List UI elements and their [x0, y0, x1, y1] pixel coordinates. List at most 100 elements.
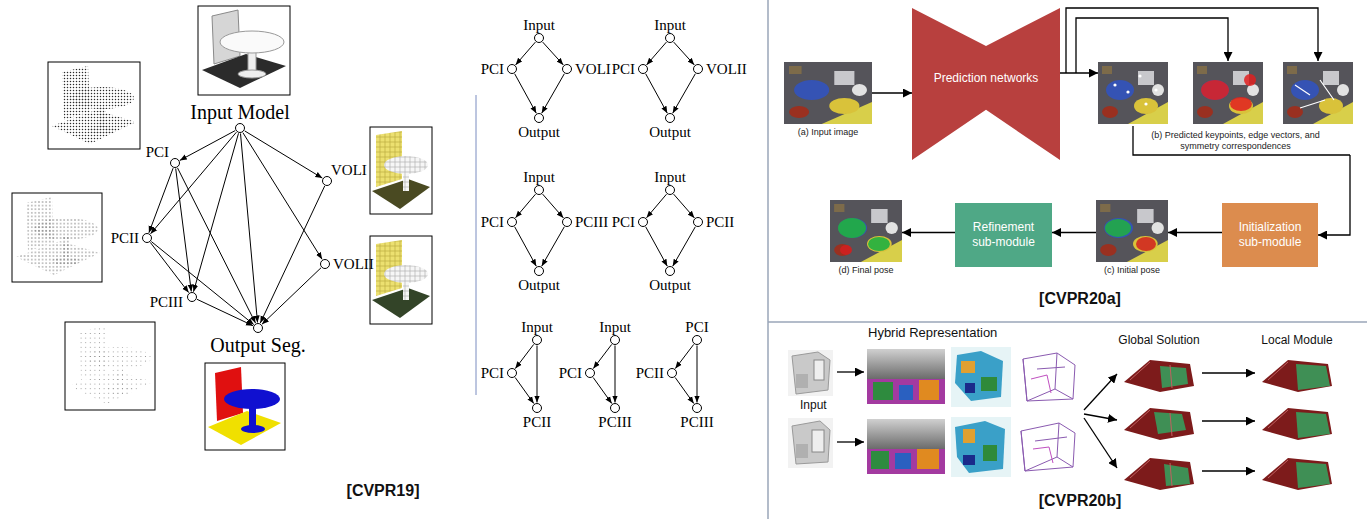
segmentation-thumb: [208, 411, 281, 445]
hybrid-representation-images: [965, 383, 975, 393]
hybrid-representation-images: [963, 455, 975, 465]
graph-vertex: PCII: [693, 217, 703, 227]
pointcloud-thumb: [16, 197, 100, 275]
prediction-photo: [1283, 62, 1353, 124]
graph-arrow: [543, 194, 564, 218]
process-box: Refinement sub-module: [955, 203, 1052, 267]
section-label: Hybrid Representation: [868, 326, 997, 341]
flow-arrow: [872, 92, 912, 93]
hybrid-representation-images: [963, 429, 975, 443]
layout-solution-renders: [1262, 360, 1332, 392]
vertex-label: Output: [649, 277, 691, 294]
graph-arrow: [176, 169, 192, 292]
graph-arrow: [537, 346, 538, 403]
layout-solution-renders: [1130, 362, 1172, 388]
prediction-photo: [1098, 62, 1353, 124]
vertex-label: PCIII: [150, 294, 183, 311]
prediction-photo: [1144, 102, 1147, 105]
process-box: Initialization sub-module: [1222, 203, 1318, 267]
image-caption: (d) Final pose: [838, 265, 893, 276]
graph-arrow: [516, 42, 536, 65]
graph-vertex: Input: [610, 335, 620, 345]
hybrid-representation-images: [951, 347, 1011, 407]
panel-dividers: [476, 0, 1367, 519]
graph-vertex: VOLI: [562, 64, 572, 74]
hybrid-representation-images: [867, 379, 945, 404]
network-hourglass: Prediction networks: [912, 8, 1060, 160]
prediction-photo: [1295, 80, 1334, 108]
segmentation-thumb: [241, 425, 265, 433]
graph-arrow: [542, 227, 565, 266]
pose-photo: [1096, 200, 1168, 262]
layout-solution-renders: [1296, 412, 1330, 438]
flow-arrows: [1084, 414, 1117, 420]
panel-dividers: [768, 321, 1367, 323]
graph-vertex: VOLII: [320, 259, 330, 269]
hybrid-representation-images: [955, 421, 1005, 473]
panel-dividers: [767, 0, 769, 519]
flow-arrows: [1202, 420, 1255, 421]
graph-vertex: Input Model: [235, 123, 245, 133]
layout-solution-renders: [1258, 352, 1336, 394]
vertex-label: PCII: [636, 365, 664, 382]
hybrid-representation-images: [899, 385, 913, 400]
graph-vertex: Output: [665, 113, 675, 123]
graph-vertex: Output Seg.: [253, 323, 263, 333]
layout-solution-renders: [1124, 360, 1194, 392]
graph-vertex: PCI: [638, 217, 648, 227]
graph-arrow: [543, 42, 564, 65]
layout-solution-renders: [1268, 460, 1288, 478]
graph-arrow: [243, 133, 322, 260]
graph-vertex: Input: [665, 185, 675, 195]
graph-vertex: PCII: [667, 368, 677, 378]
vertex-label: PCI: [481, 61, 504, 78]
pointcloud-thumb: [69, 326, 153, 404]
voxel-thumb: [370, 127, 432, 214]
hybrid-representation-images: [895, 453, 911, 469]
input-depth-scan: [792, 421, 830, 464]
section-label: Global Solution: [1118, 334, 1199, 348]
input-model-thumb: [220, 31, 284, 53]
image-frame: (d) Final pose: [830, 200, 902, 262]
layout-solution-renders: [1130, 460, 1172, 486]
image-caption: (c) Initial pose: [1104, 265, 1160, 276]
section-label: Input: [800, 399, 827, 413]
flow-arrows: [1202, 470, 1255, 471]
graph-vertex: PCI: [507, 368, 517, 378]
vertex-label: PCII: [111, 230, 139, 247]
input-depth-scan: [814, 360, 824, 380]
graph-arrow: [647, 194, 667, 218]
vertex-label: Input: [523, 17, 555, 34]
vertex-label: PCI: [146, 144, 169, 161]
vertex-label: Output Seg.: [210, 334, 306, 356]
graph-arrow: [515, 344, 533, 368]
hybrid-representation-images: [1017, 349, 1079, 405]
vertex-label: PCII: [523, 414, 551, 431]
hybrid-representation-images: [981, 377, 997, 391]
graph-arrow: [515, 227, 537, 266]
flow-arrows: [1084, 374, 1117, 410]
box-label: Refinement sub-module: [963, 220, 1044, 250]
graph-arrow: [515, 378, 534, 404]
input-depth-scan: [788, 350, 833, 396]
hybrid-representation-images: [919, 380, 939, 400]
voxel-thumb: [372, 288, 430, 318]
hybrid-representation-images: [951, 417, 1011, 477]
vertex-label: Input: [599, 319, 631, 336]
layout-solution-renders: [1120, 450, 1198, 492]
layout-solution-renders: [1268, 362, 1288, 380]
hybrid-representation-images: [955, 351, 1003, 401]
layout-solution-renders: [1164, 464, 1190, 486]
vertex-label: Input: [521, 319, 553, 336]
panel-tag: [CVPR19]: [347, 482, 420, 500]
prediction-photo: [1138, 74, 1141, 77]
vertex-label: PCIII: [575, 214, 608, 231]
section-label: Local Module: [1261, 334, 1332, 348]
vertex-label: Output: [518, 124, 560, 141]
layout-solution-renders: [1120, 450, 1198, 492]
layout-solution-renders: [1120, 352, 1336, 492]
vertex-label: PCIII: [598, 414, 631, 431]
flow-arrows: [837, 371, 864, 372]
